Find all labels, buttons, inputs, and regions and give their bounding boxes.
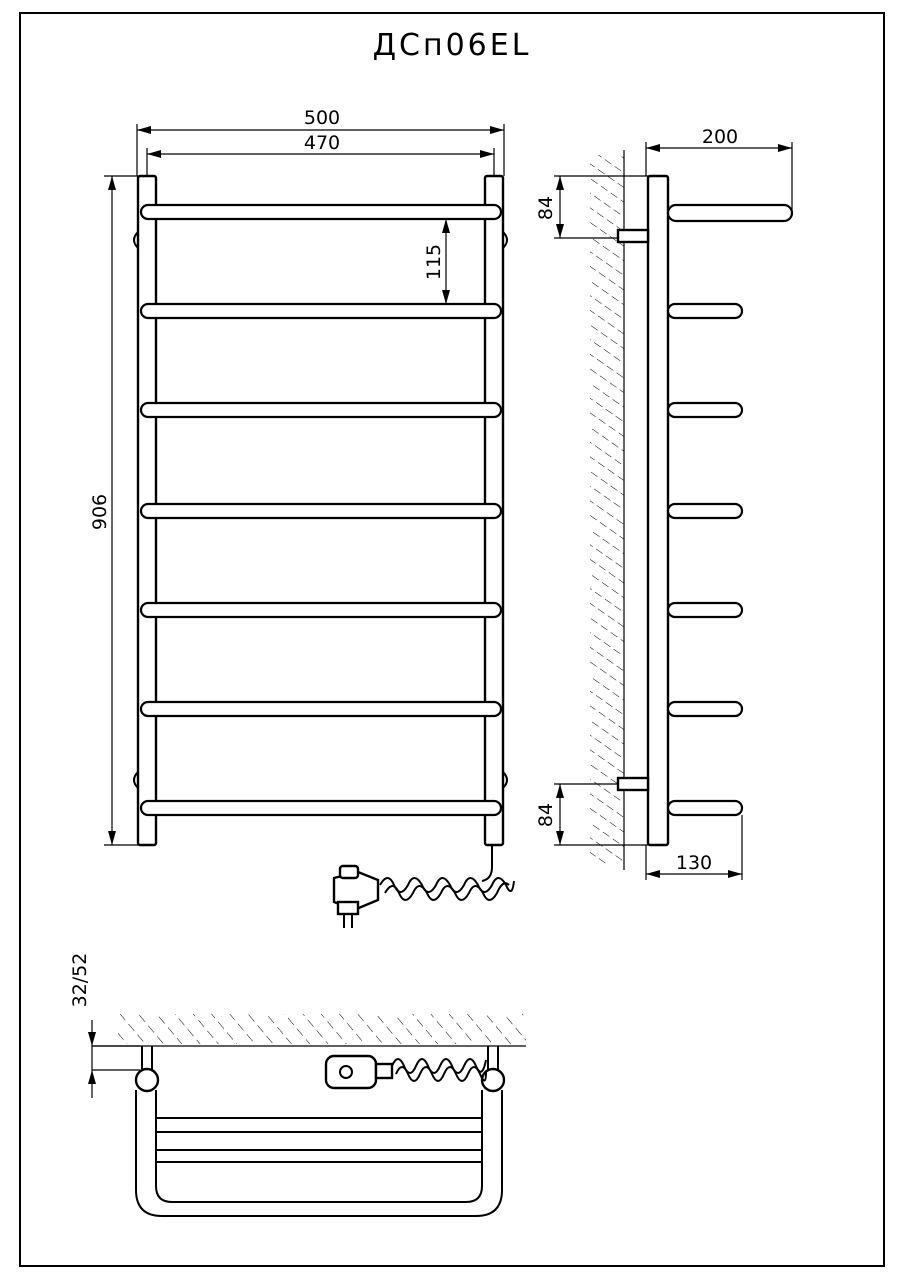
- side-rail: [646, 174, 670, 847]
- coiled-cable: [379, 877, 515, 893]
- dim-rung-spacing: 115: [423, 244, 445, 280]
- rail-end-right: [480, 1067, 506, 1093]
- model-title: ДСп06EL: [373, 28, 532, 63]
- rung: [139, 302, 503, 320]
- dim-top-rail-depth: 200: [702, 126, 738, 148]
- coiled-cable-top: [395, 1066, 487, 1082]
- sheet-frame: [19, 12, 885, 1267]
- side-rung: [666, 401, 744, 419]
- front-view: 500 470 115 906: [89, 107, 515, 928]
- mount-bracket-bottom-left: [133, 771, 139, 789]
- dim-wall-distance: 32/52: [69, 953, 91, 1008]
- rung: [139, 401, 503, 419]
- top-view: 32/52: [69, 953, 526, 1217]
- power-indicator-icon: [339, 1065, 353, 1079]
- rung: [139, 601, 503, 619]
- dim-overall-height: 906: [89, 494, 111, 530]
- side-rung: [666, 302, 744, 320]
- side-top-rung: [666, 203, 794, 223]
- ceiling-hatch: [118, 1014, 526, 1044]
- rung: [139, 700, 503, 718]
- side-rung: [666, 799, 744, 817]
- side-rung: [666, 601, 744, 619]
- plug-icon: [336, 900, 360, 916]
- heating-element-outlet: [481, 845, 493, 882]
- rung: [139, 799, 503, 817]
- wall-hatch: [590, 155, 624, 865]
- dim-rung-depth: 130: [676, 852, 712, 874]
- mount-bracket-bottom-right: [502, 771, 508, 789]
- top-view-rung: [155, 1117, 483, 1133]
- wall-mount-top: [616, 228, 650, 244]
- cable-sleeve: [374, 1062, 394, 1080]
- wall-mount-bottom: [616, 776, 650, 792]
- top-view-outer-rung: [135, 1090, 503, 1217]
- dim-overall-width: 500: [304, 107, 340, 129]
- side-rung: [666, 700, 744, 718]
- coiled-cable: [384, 882, 510, 901]
- mount-bracket-top-left: [133, 231, 139, 249]
- dim-axis-width: 470: [304, 132, 340, 154]
- control-unit-cap: [338, 864, 360, 880]
- rail-end-left: [134, 1067, 160, 1093]
- top-view-outer-rung-inner: [155, 1090, 483, 1203]
- side-view: 200 130 84 84: [535, 126, 794, 880]
- dim-wall-offset-top: 84: [535, 196, 557, 220]
- mount-bracket-top-right: [502, 231, 508, 249]
- rung: [139, 203, 503, 221]
- rung: [139, 502, 503, 520]
- side-rung: [666, 502, 744, 520]
- dim-wall-offset-bottom: 84: [535, 803, 557, 827]
